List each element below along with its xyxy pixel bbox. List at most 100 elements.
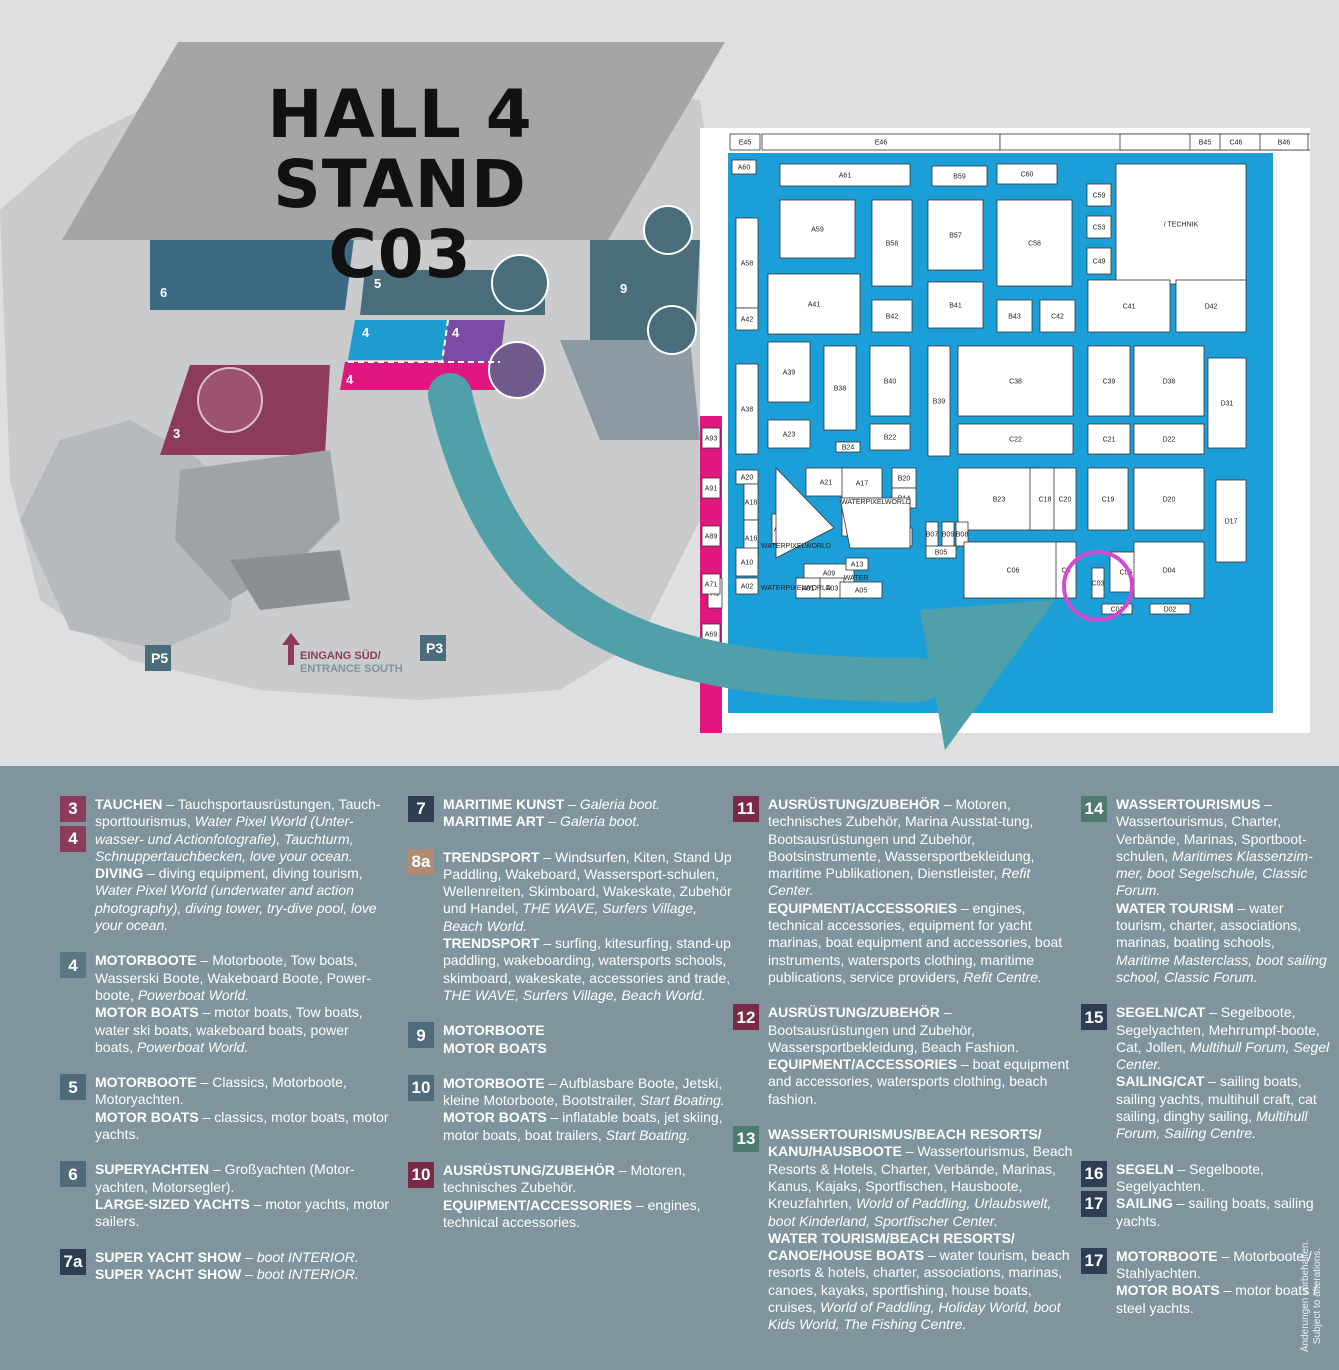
category-text: – motor boats, Tow boats, water ski boat… bbox=[95, 1004, 363, 1055]
stand-A17-38 bbox=[841, 467, 883, 499]
stand-D38-27 bbox=[1133, 345, 1205, 417]
legend-entry-text: SEGELN/CAT – Segelboote, Segelyachten, M… bbox=[1116, 1004, 1331, 1142]
legend-entry-text: MOTORBOOTE – Classics, Motorboote, Motor… bbox=[95, 1074, 390, 1143]
map-area: 6 5 4 4 4 3 9 P5 P3 EINGANG SÜD/ ENTRANC… bbox=[0, 42, 1310, 750]
legend-entry-text: TRENDSPORT – Windsurfen, Kiten, Stand Up… bbox=[443, 849, 738, 1005]
category-title: MOTOR BOATS bbox=[1116, 1282, 1220, 1299]
category-title: SAILING bbox=[1116, 1195, 1173, 1212]
stand-A21-37 bbox=[805, 467, 847, 497]
stand-label-left-3: A71 bbox=[705, 582, 718, 589]
category-title: AUSRÜSTUNG/ZUBEHÖR bbox=[768, 796, 940, 812]
category-feature: World of Paddling, Holiday World, boot K… bbox=[768, 1299, 1061, 1333]
stand-label-A42-19: A42 bbox=[741, 317, 754, 324]
stand-banner bbox=[62, 42, 725, 240]
stand-A38-29 bbox=[735, 363, 759, 455]
stand-C60-3 bbox=[996, 163, 1058, 185]
category-title: MOTOR BOATS bbox=[443, 1109, 547, 1126]
hall-badge-13: 13 bbox=[733, 1126, 759, 1153]
category-feature: Water Pixel World (underwater and action… bbox=[95, 882, 377, 934]
hall-badge-15: 15 bbox=[1081, 1004, 1107, 1031]
category-title: MOTORBOOTE bbox=[95, 952, 197, 969]
hall-label-4a: 4 bbox=[362, 325, 370, 340]
category-title: SUPERYACHTEN bbox=[95, 1161, 210, 1178]
category-text: – surfing, kitesurfing, stand-up paddlin… bbox=[443, 935, 731, 986]
legend-entry-text: TAUCHEN – Tauchsportausrüstungen, Tauch-… bbox=[95, 796, 390, 934]
stand-left-0 bbox=[701, 427, 721, 449]
stand-label-D20-45: D20 bbox=[1163, 497, 1176, 504]
category-title: MOTORBOOTE bbox=[443, 1074, 545, 1091]
hall-label-5: 5 bbox=[374, 276, 382, 291]
category-feature: Refit Centre. bbox=[963, 968, 1042, 985]
legend-entry-15: 15 SEGELN/CAT – Segelboote, Segelyachten,… bbox=[1081, 1004, 1331, 1142]
stand-A23-30 bbox=[767, 419, 811, 449]
hall-badge-14: 14 bbox=[1081, 796, 1107, 822]
stand-label-A21-37: A21 bbox=[820, 480, 833, 487]
stand-B42-20 bbox=[871, 299, 913, 333]
arrow-shaft bbox=[428, 373, 942, 702]
legend-entry-13: 13 WASSERTOURISMUS/BEACH RESORTS/ KANU/HA… bbox=[733, 1126, 1073, 1334]
boat-circle-hall4 bbox=[488, 341, 546, 399]
stand-label-B05-56: B05 bbox=[935, 550, 948, 557]
hall-4-blue bbox=[348, 320, 448, 360]
stand-A41-13 bbox=[767, 273, 861, 335]
parking-label-3: P3 bbox=[426, 640, 444, 656]
category-feature: Powerboat World. bbox=[137, 1038, 249, 1055]
hall-label-6: 6 bbox=[160, 285, 168, 300]
category-text: – Aufblasbare Boote, Jetski, kleine Moto… bbox=[443, 1074, 723, 1109]
stand-C22-33 bbox=[957, 423, 1074, 455]
legend-entry-text: MARITIME KUNST – Galeria boot.MARITIME A… bbox=[443, 796, 738, 831]
stand-label-C59-4: C59 bbox=[1093, 193, 1106, 200]
stand-left-3 bbox=[701, 573, 721, 595]
category-title: DIVING bbox=[95, 865, 144, 882]
hall-badge-10: 10 bbox=[408, 1074, 434, 1101]
legend-entry-text: WASSERTOURISMUS/BEACH RESORTS/ KANU/HAUS… bbox=[768, 1126, 1073, 1334]
hall-badge-16: 16 bbox=[1081, 1160, 1107, 1187]
category-title: MOTORBOOTE bbox=[95, 1074, 197, 1091]
stand-label-B39-24: B39 bbox=[933, 399, 946, 406]
category-text: – Großyachten (Motor-yachten, Motorsegle… bbox=[95, 1161, 355, 1195]
stand-label-top-1: E46 bbox=[875, 140, 888, 147]
category-title: EQUIPMENT/ACCESSORIES bbox=[768, 899, 958, 916]
category-feature: World of Paddling, Urlaubswelt, boot Kin… bbox=[768, 1195, 1052, 1229]
stand-D20-45 bbox=[1133, 467, 1205, 531]
category-title: WATER TOURISM bbox=[1116, 899, 1234, 916]
legend-entry-text: MOTORBOOTE – Motorboote, Tow boats, Wass… bbox=[95, 952, 390, 1056]
stand-C20-43 bbox=[1053, 467, 1077, 531]
stand-label-D31-28: D31 bbox=[1221, 401, 1234, 408]
stand-B23-41 bbox=[957, 467, 1041, 531]
category-title: WASSERTOURISMUS bbox=[1116, 796, 1261, 812]
stand-label-D22-35: D22 bbox=[1163, 437, 1176, 444]
category-text: – inflatable boats, jet skiing, motor bo… bbox=[443, 1109, 723, 1143]
category-title: SAILING/CAT bbox=[1116, 1073, 1205, 1090]
category-feature: Multihull Forum, Segel Center. bbox=[1116, 1038, 1330, 1073]
category-text: – Motoren, technisches Zubehör. bbox=[443, 1162, 686, 1196]
category-feature: Multihull Forum, Sailing Centre. bbox=[1116, 1108, 1308, 1142]
category-title: WASSERTOURISMUS/BEACH RESORTS/ KANU/HAUS… bbox=[768, 1126, 1042, 1160]
category-feature: Refit Center. bbox=[768, 865, 1031, 899]
stand-left-1 bbox=[701, 477, 721, 499]
stand-label-left-2: A89 bbox=[705, 534, 718, 541]
stand-label-B42-20: B42 bbox=[886, 314, 899, 321]
stand-top-0 bbox=[729, 133, 761, 151]
category-feature: boot INTERIOR. bbox=[256, 1265, 359, 1282]
waterpixelworld-label: WATER bbox=[844, 575, 869, 582]
stand-label-A60-0: A60 bbox=[738, 165, 751, 172]
stand-D02-70 bbox=[1149, 603, 1191, 615]
stand-label-B43-15: B43 bbox=[1008, 314, 1021, 321]
category-feature: Galeria boot. bbox=[559, 813, 641, 830]
category-text: – water tourism, charter, associations, … bbox=[1116, 899, 1302, 951]
hall-badge-8a: 8a bbox=[408, 848, 434, 875]
stand-label-B20-39: B20 bbox=[898, 476, 911, 483]
waterpixelworld-label: WATERPIXELWORLD bbox=[761, 585, 831, 592]
category-title: EQUIPMENT/ACCESSORIES bbox=[443, 1196, 633, 1213]
legend-entry-text: SEGELN – Segelboote, Segelyachten.SAILIN… bbox=[1116, 1161, 1331, 1230]
stand-label-C49-6: C49 bbox=[1093, 259, 1106, 266]
